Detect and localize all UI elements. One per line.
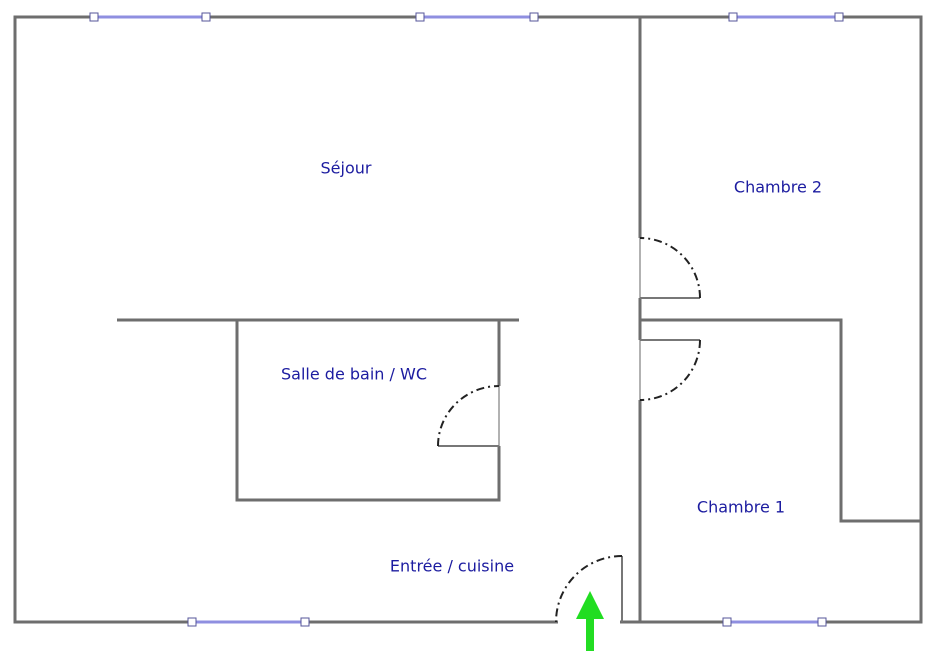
door-bathroom[interactable] <box>437 385 500 447</box>
room-label-bathroom: Salle de bain / WC <box>281 364 427 384</box>
door-openings <box>497 240 642 624</box>
door-chambre1[interactable] <box>639 339 701 401</box>
windows <box>89 12 844 627</box>
bedroom-wall <box>640 318 921 523</box>
door-chambre2[interactable] <box>639 237 701 299</box>
doors <box>437 237 701 623</box>
room-label-entree: Entrée / cuisine <box>389 556 515 576</box>
outer-wall <box>13 15 923 624</box>
room-label-chambre2: Chambre 2 <box>733 177 823 197</box>
room-label-chambre1: Chambre 1 <box>696 497 786 517</box>
door-entrance[interactable] <box>555 555 623 623</box>
walls <box>13 15 923 624</box>
room-label-sejour: Séjour <box>320 158 372 178</box>
bathroom-wall <box>235 320 501 502</box>
entry-arrow-icon <box>576 591 604 651</box>
